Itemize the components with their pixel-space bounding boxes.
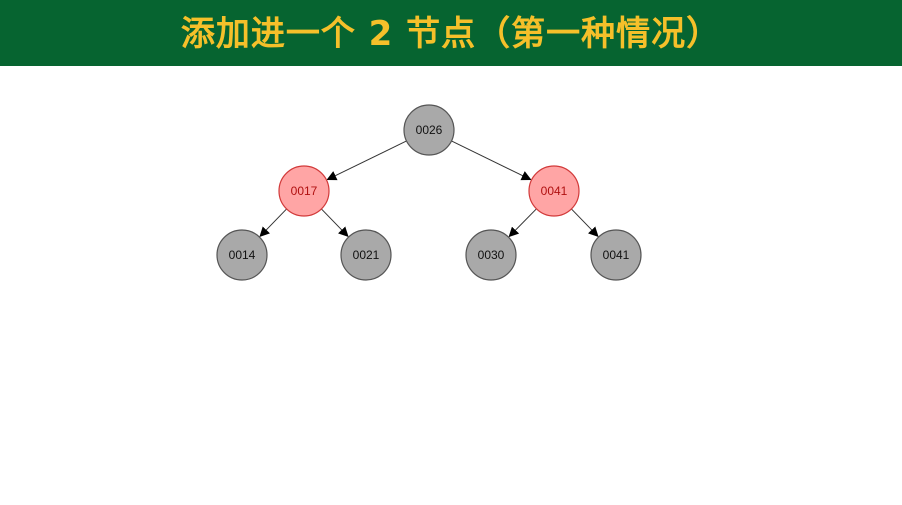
node-label: 0041 xyxy=(603,248,630,262)
edge-n26-to-n17 xyxy=(326,140,407,181)
edges-layer xyxy=(259,140,599,238)
tree-node-n30: 0030 xyxy=(465,229,517,281)
node-label: 0030 xyxy=(478,248,505,262)
tree-node-n14: 0014 xyxy=(216,229,268,281)
tree-node-n21: 0021 xyxy=(340,229,392,281)
red-black-tree-diagram: 0026 0017 0041 0014 0021 0030 0041 xyxy=(216,104,642,281)
edge-n17-to-n21 xyxy=(321,208,349,238)
edge-n41a-to-n30 xyxy=(508,208,537,238)
node-label: 0041 xyxy=(541,184,568,198)
tree-node-n41a: 0041 xyxy=(528,165,580,217)
red-node-circle xyxy=(278,165,330,217)
black-node-circle xyxy=(590,229,642,281)
black-node-circle xyxy=(216,229,268,281)
tree-node-n26: 0026 xyxy=(403,104,455,156)
black-node-circle xyxy=(340,229,392,281)
header-bar: 添加进一个 2 节点（第一种情况） xyxy=(0,0,902,66)
tree-node-n17: 0017 xyxy=(278,165,330,217)
node-label: 0021 xyxy=(353,248,380,262)
diagram-canvas: 0026 0017 0041 0014 0021 0030 0041 xyxy=(0,66,902,501)
node-label: 0026 xyxy=(416,123,443,137)
nodes-layer: 0026 0017 0041 0014 0021 0030 0041 xyxy=(216,104,642,281)
node-label: 0017 xyxy=(291,184,318,198)
edge-n26-to-n41a xyxy=(451,140,532,181)
tree-node-n41b: 0041 xyxy=(590,229,642,281)
red-node-circle xyxy=(528,165,580,217)
edge-n41a-to-n41b xyxy=(571,208,599,238)
black-node-circle xyxy=(403,104,455,156)
page-title: 添加进一个 2 节点（第一种情况） xyxy=(180,13,722,54)
edge-n17-to-n14 xyxy=(259,208,287,238)
black-node-circle xyxy=(465,229,517,281)
node-label: 0014 xyxy=(229,248,256,262)
